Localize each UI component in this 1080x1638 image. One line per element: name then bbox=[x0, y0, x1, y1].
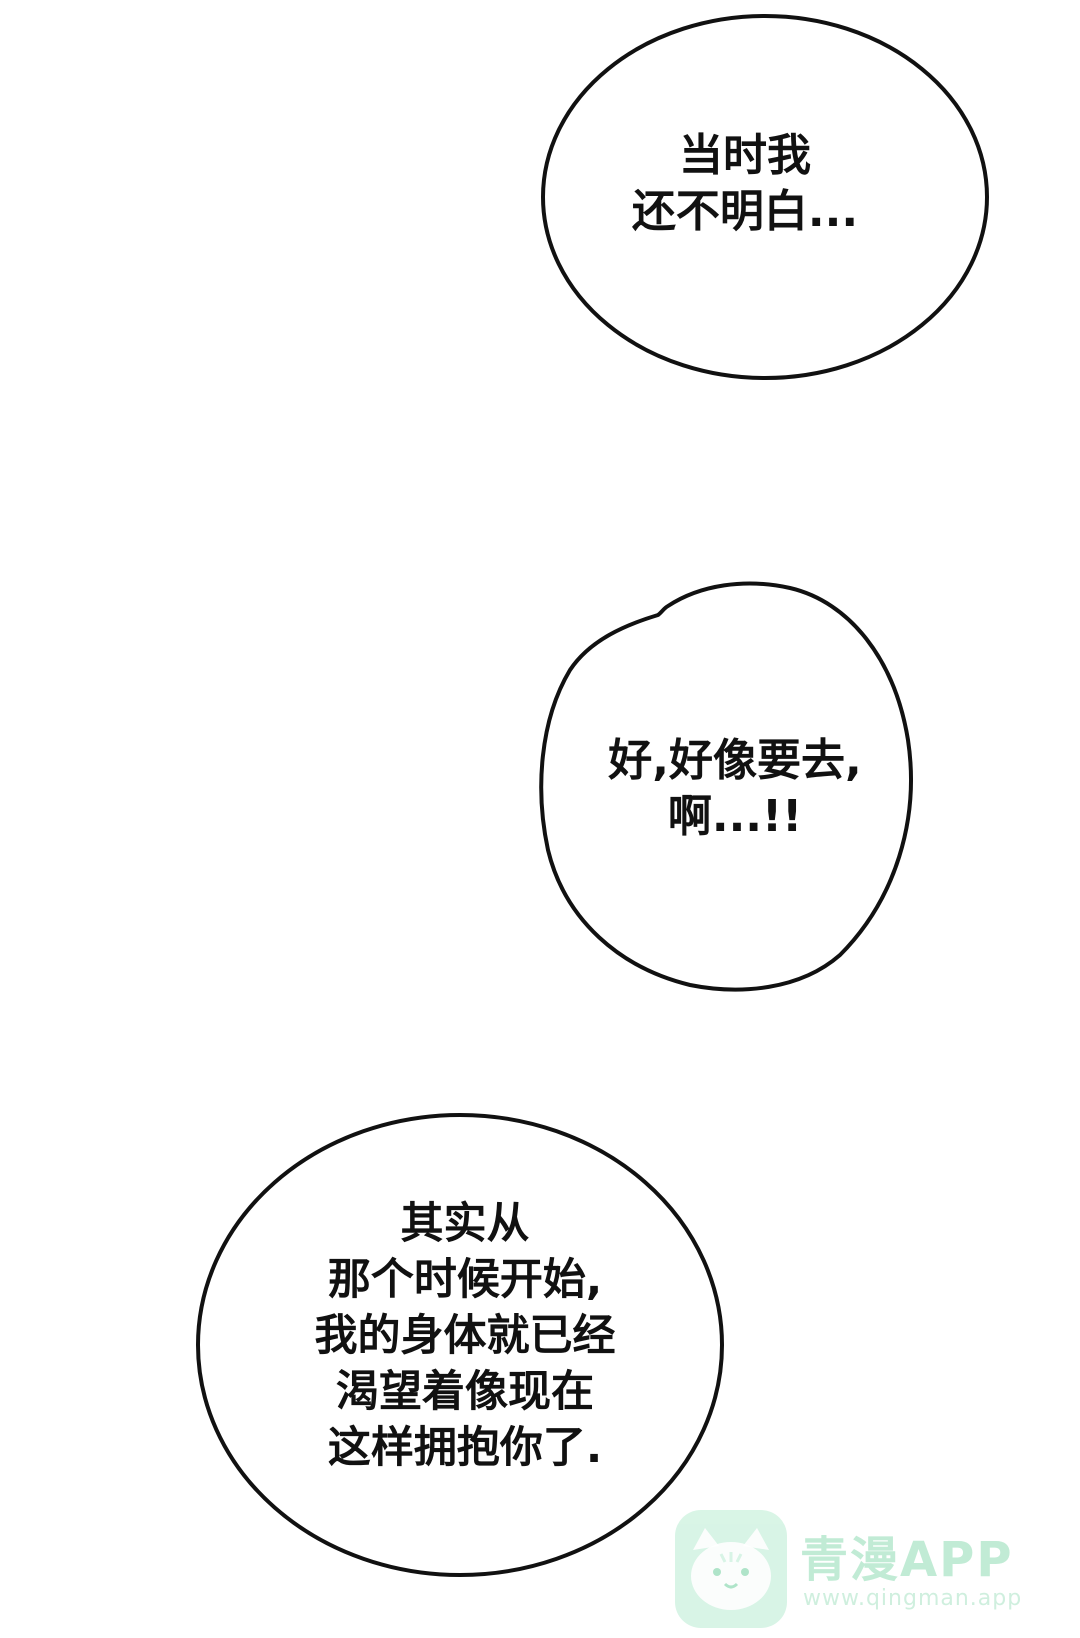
bubble-2-line-2: 啊...!! bbox=[667, 791, 803, 842]
speech-bubble-3 bbox=[196, 1113, 724, 1577]
bubble-2-line-1: 好,好像要去, bbox=[608, 735, 862, 786]
speech-bubble-1 bbox=[541, 14, 989, 380]
watermark-brand: 青漫APP bbox=[800, 1532, 1014, 1588]
bubble-3-line-4: 渴望着像现在 bbox=[336, 1367, 594, 1417]
bubble-1-text: 当时我 还不明白... bbox=[600, 128, 890, 240]
watermark: 青漫APP www.qingman.app bbox=[675, 1510, 1075, 1630]
bubble-3-text: 其实从 那个时候开始, 我的身体就已经 渴望着像现在 这样拥抱你了. bbox=[260, 1196, 670, 1476]
cat-face-icon bbox=[675, 1510, 787, 1628]
bubble-3-line-5: 这样拥抱你了. bbox=[327, 1423, 603, 1473]
bubble-1-line-1: 当时我 bbox=[679, 130, 811, 181]
bubble-3-line-3: 我的身体就已经 bbox=[314, 1311, 616, 1361]
bubble-3-line-2: 那个时候开始, bbox=[327, 1255, 603, 1305]
bubble-2-text: 好,好像要去, 啊...!! bbox=[580, 733, 890, 845]
watermark-url: www.qingman.app bbox=[803, 1586, 1023, 1611]
speech-bubble-2 bbox=[539, 581, 913, 992]
bubble-3-line-1: 其实从 bbox=[400, 1199, 530, 1249]
bubble-1-line-2: 还不明白... bbox=[631, 186, 859, 237]
